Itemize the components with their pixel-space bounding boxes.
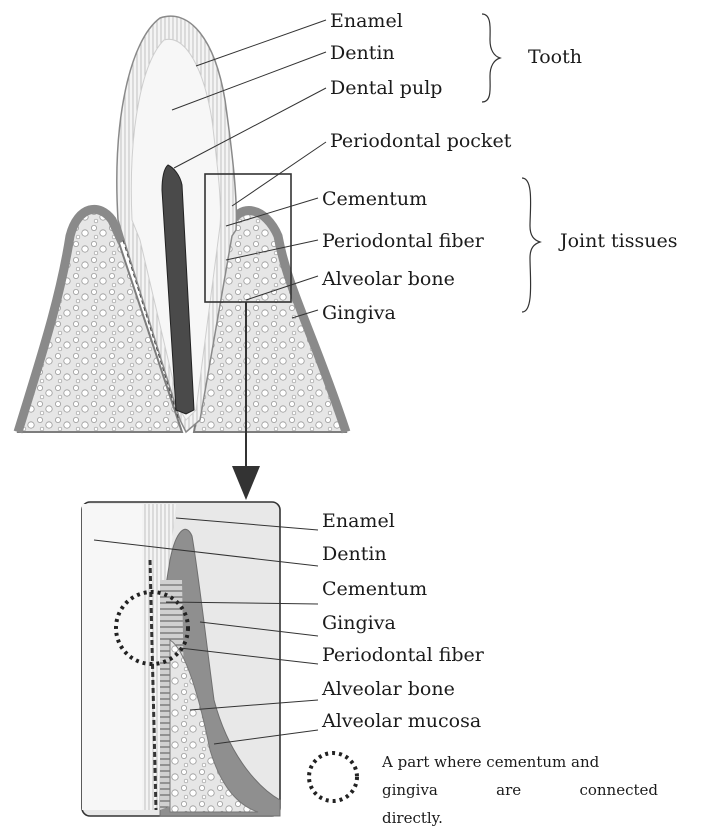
group-label-tooth: Tooth (528, 48, 582, 67)
label-dental-pulp: Dental pulp (330, 79, 442, 98)
zoom-arrow-head (232, 466, 260, 500)
detail-label-enamel: Enamel (322, 512, 395, 531)
legend-dotted-circle-icon (309, 753, 357, 801)
label-alveolar-bone: Alveolar bone (322, 270, 455, 289)
label-cementum: Cementum (322, 190, 427, 209)
detail-section (82, 502, 357, 816)
detail-label-dentin: Dentin (322, 545, 387, 564)
detail-label-cementum: Cementum (322, 580, 427, 599)
detail-label-alveolar-bone: Alveolar bone (322, 680, 455, 699)
label-dentin: Dentin (330, 44, 395, 63)
detail-label-alveolar-mucosa: Alveolar mucosa (322, 712, 481, 731)
legend-line-2-word-1: gingiva (382, 776, 438, 804)
tooth-brace (482, 14, 500, 102)
legend-line-2: gingiva are connected (382, 776, 658, 804)
legend-line-1: A part where cementum and (382, 748, 662, 776)
label-periodontal-pocket: Periodontal pocket (330, 132, 511, 151)
label-enamel: Enamel (330, 12, 403, 31)
label-periodontal-fiber: Periodontal fiber (322, 232, 484, 251)
legend-line-2-word-3: connected (579, 776, 658, 804)
detail-label-periodontal-fiber: Periodontal fiber (322, 646, 484, 665)
label-gingiva: Gingiva (322, 304, 396, 323)
group-label-joint-tissues: Joint tissues (560, 232, 678, 251)
overview-section (18, 14, 540, 500)
joint-tissues-brace (522, 178, 540, 312)
legend-text: A part where cementum and gingiva are co… (382, 748, 662, 832)
legend-line-2-word-2: are (496, 776, 521, 804)
legend-line-3: directly. (382, 804, 662, 832)
detail-label-gingiva: Gingiva (322, 614, 396, 633)
